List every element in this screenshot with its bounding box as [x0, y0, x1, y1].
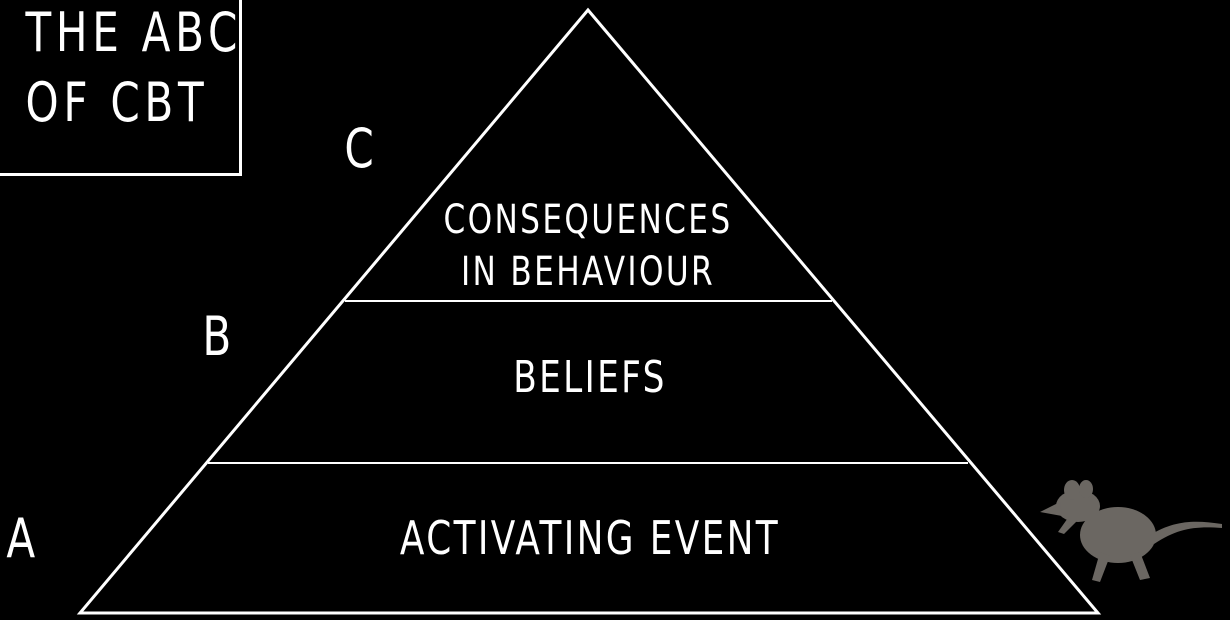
level-a-label: ACTIVATING EVENT: [399, 511, 781, 565]
title-line-2: OF CBT: [25, 71, 209, 134]
title-line-1: THE ABC: [25, 1, 243, 64]
title-box: [0, 0, 242, 176]
level-c-label-line-2: IN BEHAVIOUR: [460, 249, 716, 295]
letter-c: C: [344, 117, 377, 180]
pyramid-outline: [76, 7, 1102, 615]
letter-a: A: [6, 507, 38, 570]
letter-b: B: [202, 305, 234, 368]
rat-icon: [1040, 480, 1222, 582]
level-b-label: BELIEFS: [513, 352, 667, 403]
level-c-label-line-1: CONSEQUENCES: [443, 197, 733, 243]
